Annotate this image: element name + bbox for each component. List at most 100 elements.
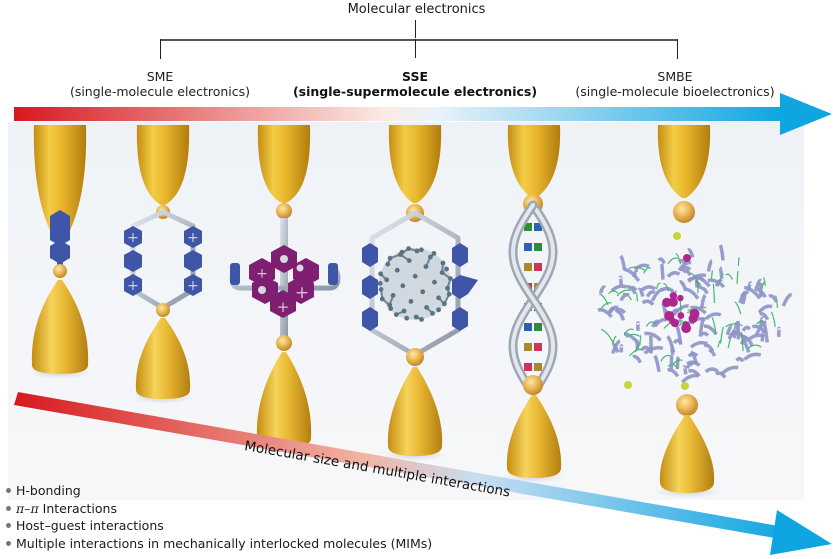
protein-ribbon bbox=[672, 304, 689, 316]
protein-ribbon bbox=[618, 275, 623, 286]
fullerene-atom bbox=[428, 254, 433, 260]
protein-ligand bbox=[681, 382, 689, 390]
fullerene-atom bbox=[431, 251, 437, 256]
protein-ribbon bbox=[725, 273, 733, 280]
protein-ribbon bbox=[643, 345, 664, 355]
fullerene-atom bbox=[445, 285, 450, 291]
junction-single-molecule-macrocycle: + + + + bbox=[124, 125, 202, 404]
anchor-atom bbox=[676, 394, 698, 416]
svg-text:+: + bbox=[295, 283, 309, 303]
tree-stem bbox=[415, 20, 416, 38]
fullerene-atom bbox=[446, 291, 452, 297]
bullet-item: H-bonding bbox=[6, 482, 432, 500]
protein-ribbon bbox=[781, 292, 793, 307]
diagonal-progression-arrow bbox=[14, 392, 832, 555]
fullerene-atom bbox=[419, 317, 424, 322]
bullet-item: Host–guest interactions bbox=[6, 517, 432, 535]
protein-ribbon bbox=[735, 356, 745, 363]
protein-ribbon bbox=[689, 340, 709, 349]
fullerene-shell bbox=[379, 248, 451, 320]
protein-ribbon bbox=[608, 290, 619, 295]
protein-ribbon bbox=[679, 265, 692, 272]
protein-ribbon bbox=[712, 283, 716, 304]
charged-ring-right-top: + bbox=[184, 226, 202, 248]
junction-protein-complex bbox=[597, 125, 793, 498]
top-arrow-shaft bbox=[14, 107, 784, 121]
protein-ribbon bbox=[706, 259, 713, 272]
fullerene-atom bbox=[387, 255, 393, 261]
diagonal-arrow-head bbox=[770, 510, 832, 555]
dna-base bbox=[534, 363, 542, 371]
dna-base bbox=[524, 343, 532, 351]
protein-ribbon bbox=[734, 301, 742, 315]
svg-text:+: + bbox=[256, 266, 268, 282]
protein-ribbon bbox=[653, 354, 661, 373]
protein-ribbon-structure bbox=[597, 232, 793, 390]
protein-ribbon bbox=[619, 292, 630, 302]
category-smbe: SMBE (single-molecule bioelectronics) bbox=[550, 69, 800, 99]
protein-ribbon bbox=[686, 360, 701, 367]
protein-ribbon bbox=[640, 285, 657, 292]
protein-ribbon bbox=[727, 330, 738, 340]
protein-ribbon bbox=[751, 324, 767, 334]
protein-ribbon bbox=[667, 257, 679, 265]
tree-bracket-horizontal bbox=[160, 39, 678, 41]
protein-ribbon bbox=[758, 312, 770, 321]
top-electrode bbox=[657, 125, 711, 198]
bullet-icon bbox=[6, 540, 11, 546]
protein-ribbon bbox=[689, 305, 707, 315]
dna-base bbox=[524, 223, 532, 231]
protein-ribbon bbox=[675, 356, 681, 370]
protein-ribbon bbox=[737, 256, 740, 266]
fullerene-atom bbox=[448, 276, 453, 281]
protein-ribbon bbox=[597, 308, 613, 318]
protein-ribbon bbox=[641, 299, 655, 306]
stopper-right bbox=[328, 263, 338, 285]
dna-base bbox=[524, 263, 532, 271]
protein-ribbon bbox=[667, 368, 680, 378]
protein-ribbon bbox=[682, 365, 688, 375]
fullerene-atom bbox=[418, 247, 424, 253]
fullerene-atom bbox=[444, 266, 449, 272]
blue-ring bbox=[362, 307, 378, 331]
protein-ribbon bbox=[700, 286, 709, 295]
fullerene-atom bbox=[412, 273, 418, 279]
protein-ribbon bbox=[611, 343, 620, 353]
tree-branch-smbe bbox=[677, 39, 678, 59]
protein-ribbon bbox=[616, 309, 626, 321]
top-progression-arrow bbox=[14, 93, 832, 135]
interaction-types-list: H-bonding π–π Interactions Host–guest in… bbox=[6, 482, 432, 552]
dna-base bbox=[534, 223, 542, 231]
bottom-electrode bbox=[135, 318, 191, 399]
fullerene-atom bbox=[377, 281, 383, 286]
protein-ribbon bbox=[616, 289, 631, 297]
protein-ribbon bbox=[672, 338, 683, 345]
protein-ribbon bbox=[657, 257, 666, 265]
protein-ribbon bbox=[666, 271, 681, 278]
diagonal-arrow-shaft bbox=[14, 392, 790, 540]
bottom-electrode bbox=[506, 395, 562, 478]
blue-ring bbox=[362, 243, 378, 267]
protein-ribbon bbox=[736, 270, 739, 284]
category-sme-full: (single-molecule electronics) bbox=[69, 84, 251, 99]
protein-ribbon bbox=[687, 368, 701, 378]
protein-cofactor bbox=[662, 297, 672, 308]
protein-ribbon bbox=[637, 287, 645, 297]
protein-ribbon bbox=[619, 254, 627, 271]
fullerene-atom bbox=[440, 260, 446, 266]
fullerene-c60 bbox=[377, 246, 453, 322]
protein-ribbon bbox=[754, 287, 768, 299]
fullerene-atom bbox=[441, 301, 447, 307]
protein-ribbon bbox=[634, 344, 641, 353]
protein-ribbon bbox=[666, 335, 676, 353]
protein-ribbon bbox=[741, 293, 748, 305]
fullerene-atom bbox=[436, 307, 441, 313]
protein-ribbon bbox=[714, 371, 727, 379]
protein-ribbon bbox=[699, 293, 707, 309]
category-sse-full: (single-supermolecule electronics) bbox=[292, 84, 538, 99]
protein-ligand bbox=[683, 254, 691, 262]
dna-base bbox=[534, 263, 542, 271]
protein-ribbon bbox=[601, 328, 615, 344]
fullerene-atom bbox=[378, 271, 384, 277]
